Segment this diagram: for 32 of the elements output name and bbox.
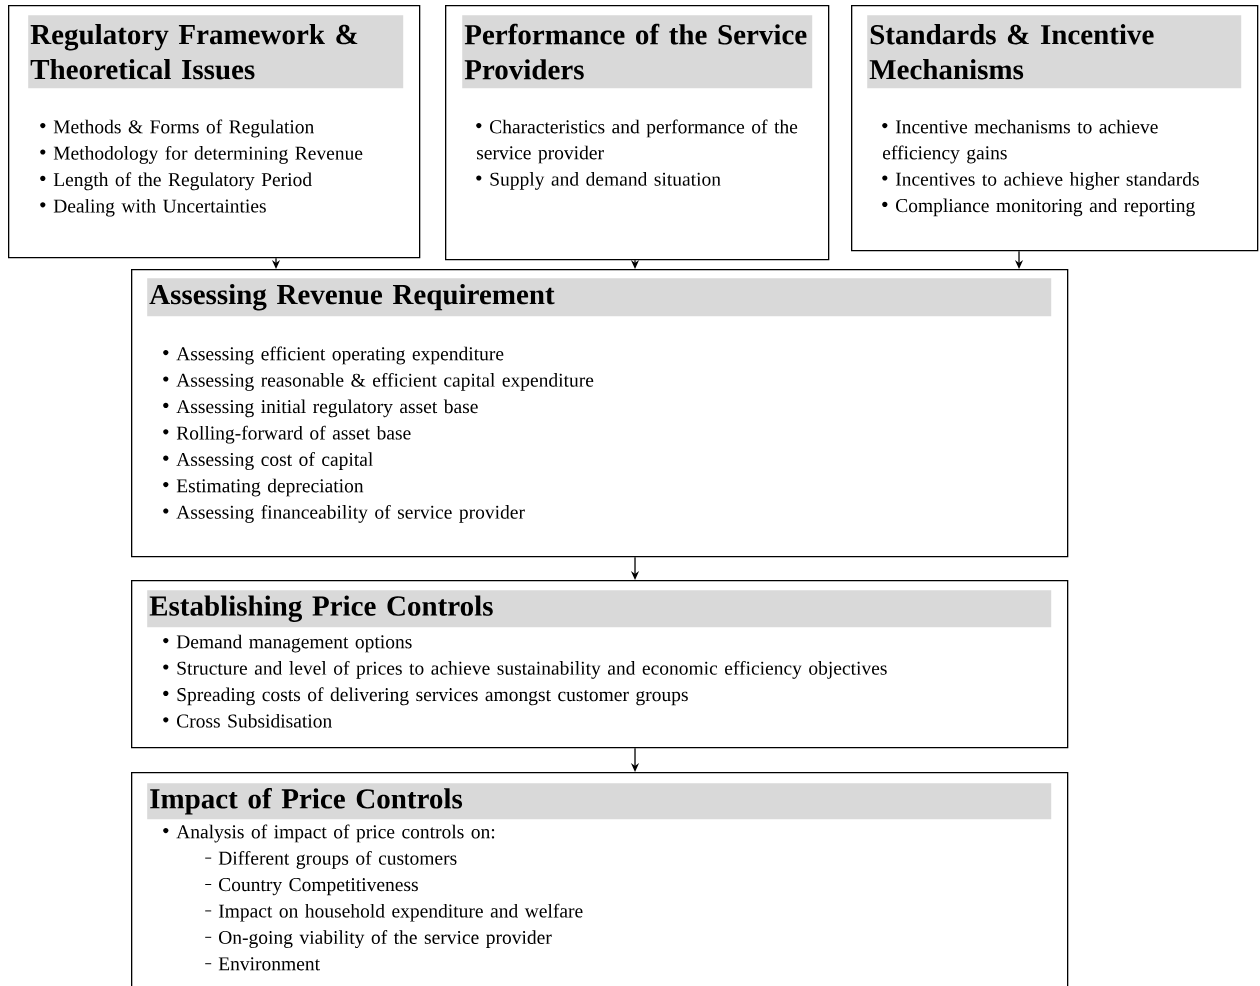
heading-band: Impact of Price Controls xyxy=(147,783,1052,820)
list-item: Compliance monitoring and reporting xyxy=(882,198,1195,217)
list-item: Incentive mechanisms to achieve efficiency gains xyxy=(882,119,1158,164)
list-item: Assessing financeability of service provider xyxy=(163,504,525,523)
list-item: Analysis of impact of price controls on: xyxy=(163,824,495,843)
list-item: On-going viability of the service provider xyxy=(204,930,552,948)
list-item: Dealing with Uncertainties xyxy=(40,198,266,217)
list-item: Country Competitiveness xyxy=(204,878,418,896)
list-item: Assessing efficient operating expenditure xyxy=(163,346,504,365)
heading-band: Establishing Price Controls xyxy=(147,590,1052,628)
heading-band: Performance of the Service Providers xyxy=(462,15,813,89)
list-item: Incentives to achieve higher standards xyxy=(882,172,1199,190)
heading-band: Standards & Incentive Mechanisms xyxy=(867,15,1242,89)
list-item: Cross Subsidisation xyxy=(163,713,332,728)
list-item: Methodology for determining Revenue xyxy=(40,145,363,164)
list-item: Assessing initial regulatory asset base xyxy=(163,399,478,418)
list-item: Different groups of customers xyxy=(204,850,457,869)
list-item: Estimating depreciation xyxy=(163,478,364,497)
list-item: Environment xyxy=(204,957,320,971)
list-item: Structure and level of prices to achieve sustainability and economic efficiency objectives xyxy=(163,660,887,679)
list-item: Methods & Forms of Regulation xyxy=(40,119,314,138)
list-item: Characteristics and performance of the service provider xyxy=(476,119,798,164)
list-item: Spreading costs of delivering services amongst customer groups xyxy=(163,687,688,706)
list-item: Length of the Regulatory Period xyxy=(40,172,312,191)
list-item: Assessing reasonable & efficient capital expenditure xyxy=(163,372,594,391)
heading-band: Regulatory Framework & Theoretical Issues xyxy=(28,15,404,89)
list-item: Impact on household expenditure and welfare xyxy=(204,903,583,922)
list-item: Assessing cost of capital xyxy=(163,452,373,470)
list-item: Supply and demand situation xyxy=(476,172,721,190)
heading-band: Assessing Revenue Requirement xyxy=(147,278,1052,317)
list-item: Rolling-forward of asset base xyxy=(163,425,411,444)
list-item: Demand management options xyxy=(163,634,412,653)
